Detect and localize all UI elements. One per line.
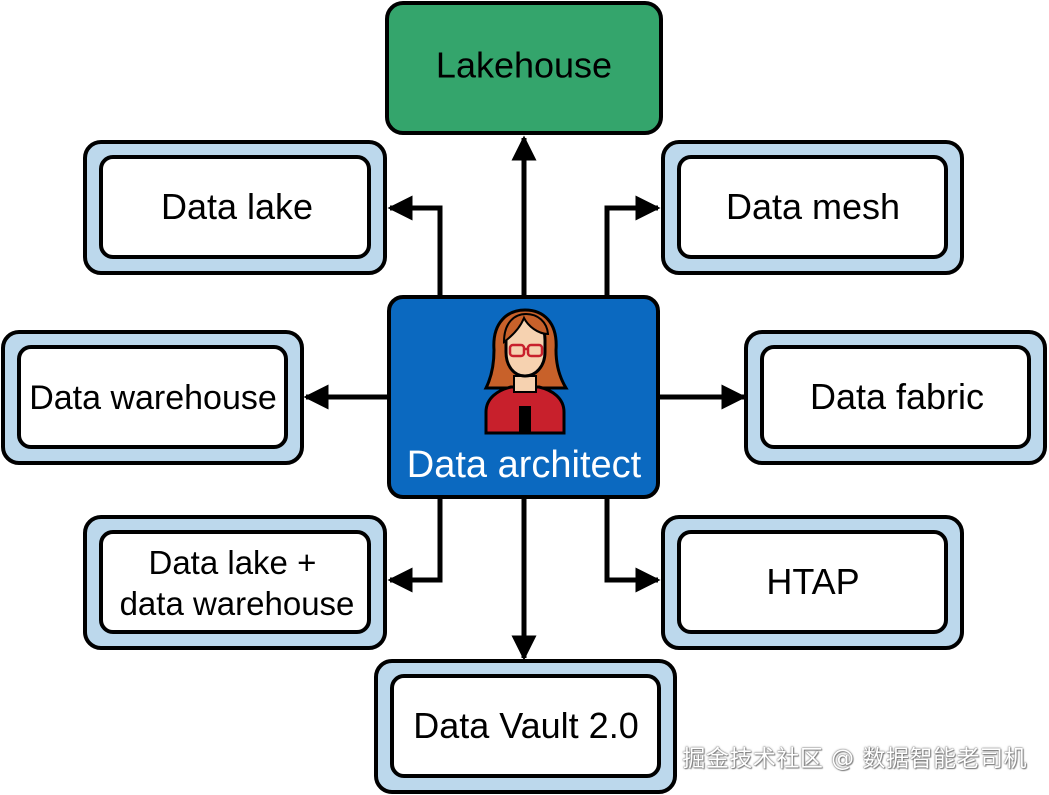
data-fabric-label: Data fabric bbox=[810, 376, 984, 417]
connectors bbox=[303, 135, 747, 661]
node-data-fabric: Data fabric bbox=[744, 330, 1047, 465]
data-architect-label: Data architect bbox=[407, 444, 642, 486]
node-data-warehouse: Data warehouse bbox=[1, 330, 304, 465]
watermark-text: 掘金技术社区 @ 数据智能老司机 bbox=[682, 746, 1027, 772]
data-lake-plus-warehouse-box bbox=[99, 530, 371, 634]
lakehouse-label: Lakehouse bbox=[436, 45, 612, 86]
htap-box bbox=[677, 530, 948, 634]
data-lake-box bbox=[99, 155, 371, 259]
node-lakehouse: Lakehouse bbox=[385, 1, 663, 135]
node-data-architect: Data architect bbox=[387, 295, 660, 499]
data-fabric-label-line: Data fabric bbox=[810, 376, 984, 417]
data-vault-label-line: Data Vault 2.0 bbox=[413, 705, 638, 746]
node-htap: HTAP bbox=[661, 515, 964, 650]
node-data-vault: Data Vault 2.0 bbox=[374, 659, 677, 794]
data-lake-plus-warehouse-line-2: data warehouse bbox=[120, 585, 355, 622]
arrow-to-htap bbox=[604, 497, 661, 593]
data-warehouse-label-line: Data warehouse bbox=[29, 379, 277, 417]
arrow-to-data-mesh bbox=[604, 195, 661, 297]
data-lake-label: Data lake bbox=[161, 186, 313, 227]
htap-label-line: HTAP bbox=[766, 561, 859, 602]
data-mesh-label: Data mesh bbox=[726, 186, 900, 227]
lakehouse-box bbox=[385, 1, 663, 135]
architect-avatar-icon bbox=[483, 308, 569, 435]
data-warehouse-label: Data warehouse bbox=[29, 379, 277, 417]
data-warehouse-box bbox=[17, 345, 288, 449]
arrow-to-data-lake-plus-warehouse bbox=[387, 497, 443, 593]
node-data-mesh: Data mesh bbox=[661, 140, 964, 275]
node-data-lake-plus-warehouse: Data lake + data warehouse bbox=[83, 515, 387, 650]
data-fabric-box bbox=[760, 345, 1031, 449]
node-data-lake: Data lake bbox=[83, 140, 387, 275]
data-lake-label-line: Data lake bbox=[161, 186, 313, 227]
data-lake-plus-warehouse-line-1: Data lake + bbox=[148, 544, 316, 581]
data-vault-label: Data Vault 2.0 bbox=[413, 705, 638, 746]
data-mesh-label-line: Data mesh bbox=[726, 186, 900, 227]
data-lake-plus-warehouse-label: Data lake + data warehouse bbox=[120, 544, 355, 622]
htap-label: HTAP bbox=[766, 561, 859, 602]
data-mesh-box bbox=[677, 155, 948, 259]
data-vault-box bbox=[390, 674, 661, 778]
arrow-to-data-lake bbox=[387, 195, 443, 297]
